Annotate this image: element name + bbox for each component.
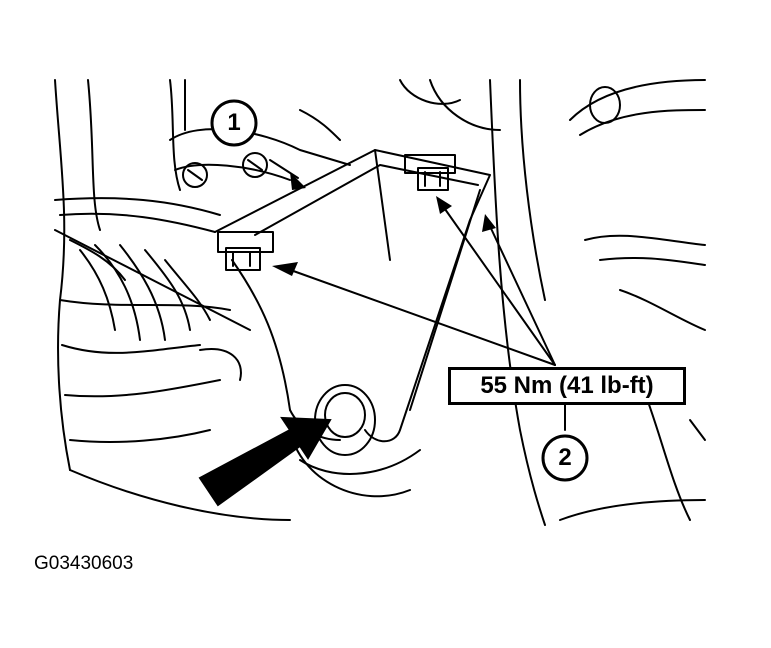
arrowheads	[272, 172, 496, 276]
bolt-pointer-arrow	[198, 416, 332, 507]
callout-circle-2	[541, 434, 589, 482]
engine-block-outline	[54, 79, 291, 521]
callout-number-2: 2	[558, 444, 572, 471]
torque-spec-label: 55 Nm (41 lb-ft)	[448, 367, 686, 405]
callout-number-1: 1	[227, 109, 241, 136]
torque-leader-lines	[269, 159, 566, 431]
callout-circle-1	[210, 99, 258, 147]
figure-id: G03430603	[34, 553, 134, 574]
bracket-bolt-left	[217, 231, 274, 271]
upper-mount	[169, 109, 351, 188]
bracket-bolt-top	[404, 154, 456, 191]
mount-bracket	[214, 149, 491, 443]
